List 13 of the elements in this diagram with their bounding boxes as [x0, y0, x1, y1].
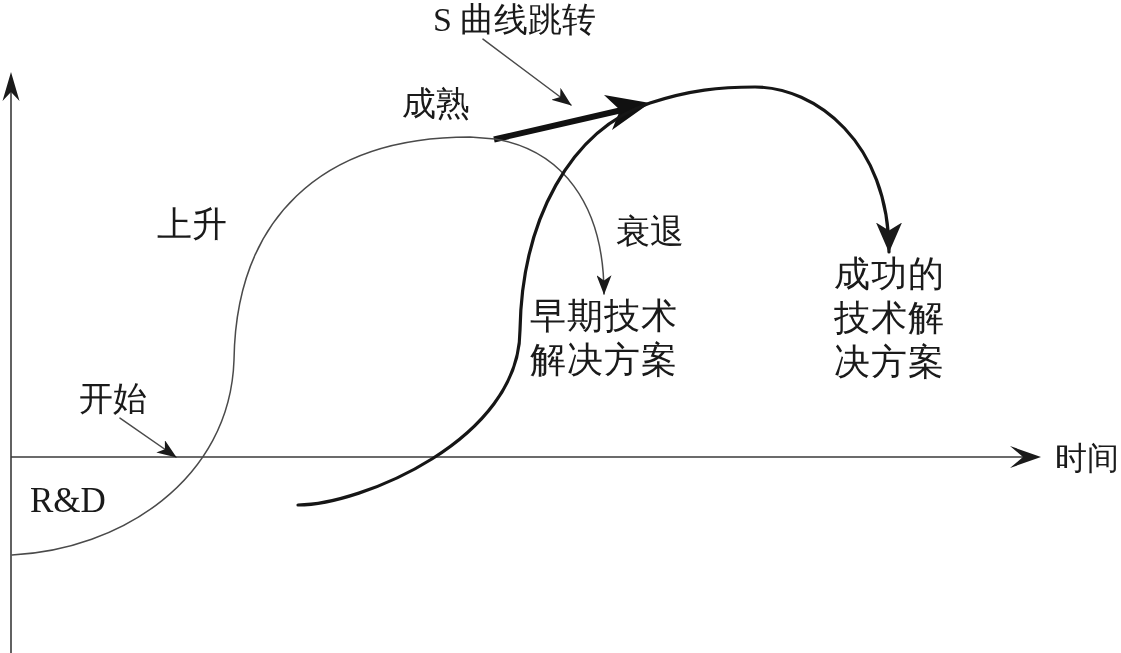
leader-arrow	[119, 417, 177, 458]
callout-label: 开始	[79, 379, 147, 419]
outcome-label: 成功的技术解决方案	[834, 252, 947, 384]
stage-label: R&D	[30, 483, 106, 518]
stage-label: 衰退	[616, 215, 684, 249]
s-curve-arrow	[296, 85, 901, 507]
stage-label: 上升	[157, 207, 227, 242]
leader-arrow	[482, 38, 572, 106]
callout-label: S 曲线跳转	[433, 0, 597, 40]
stage-label: 成熟	[402, 87, 470, 121]
outcome-label: 早期技术解决方案	[530, 294, 680, 382]
axis-label: 时间	[1055, 442, 1119, 474]
s-curve-arrow	[11, 136, 611, 556]
